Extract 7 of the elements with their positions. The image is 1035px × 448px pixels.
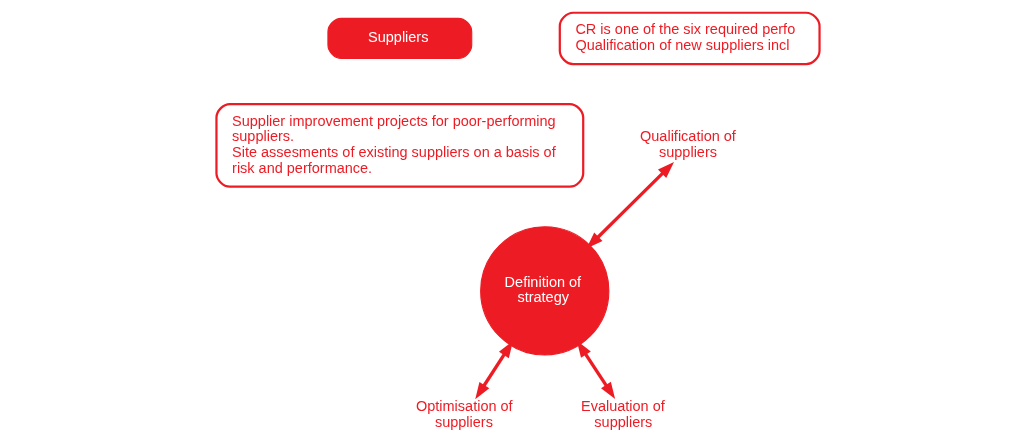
node-box: Supplier improvement projects for poor-performing suppliers. Site assesments of existing suppliers on a basis of risk and performance. xyxy=(214,103,584,188)
node-box: CR is one of the six required perfo Qualification of new suppliers incl xyxy=(558,11,821,66)
node-text: Evaluation of suppliers xyxy=(580,398,665,430)
node-box: Suppliers xyxy=(326,17,472,59)
node-text: Qualification of suppliers xyxy=(639,128,736,160)
arrow xyxy=(585,162,674,249)
node-text: Optimisation of suppliers xyxy=(415,398,513,430)
